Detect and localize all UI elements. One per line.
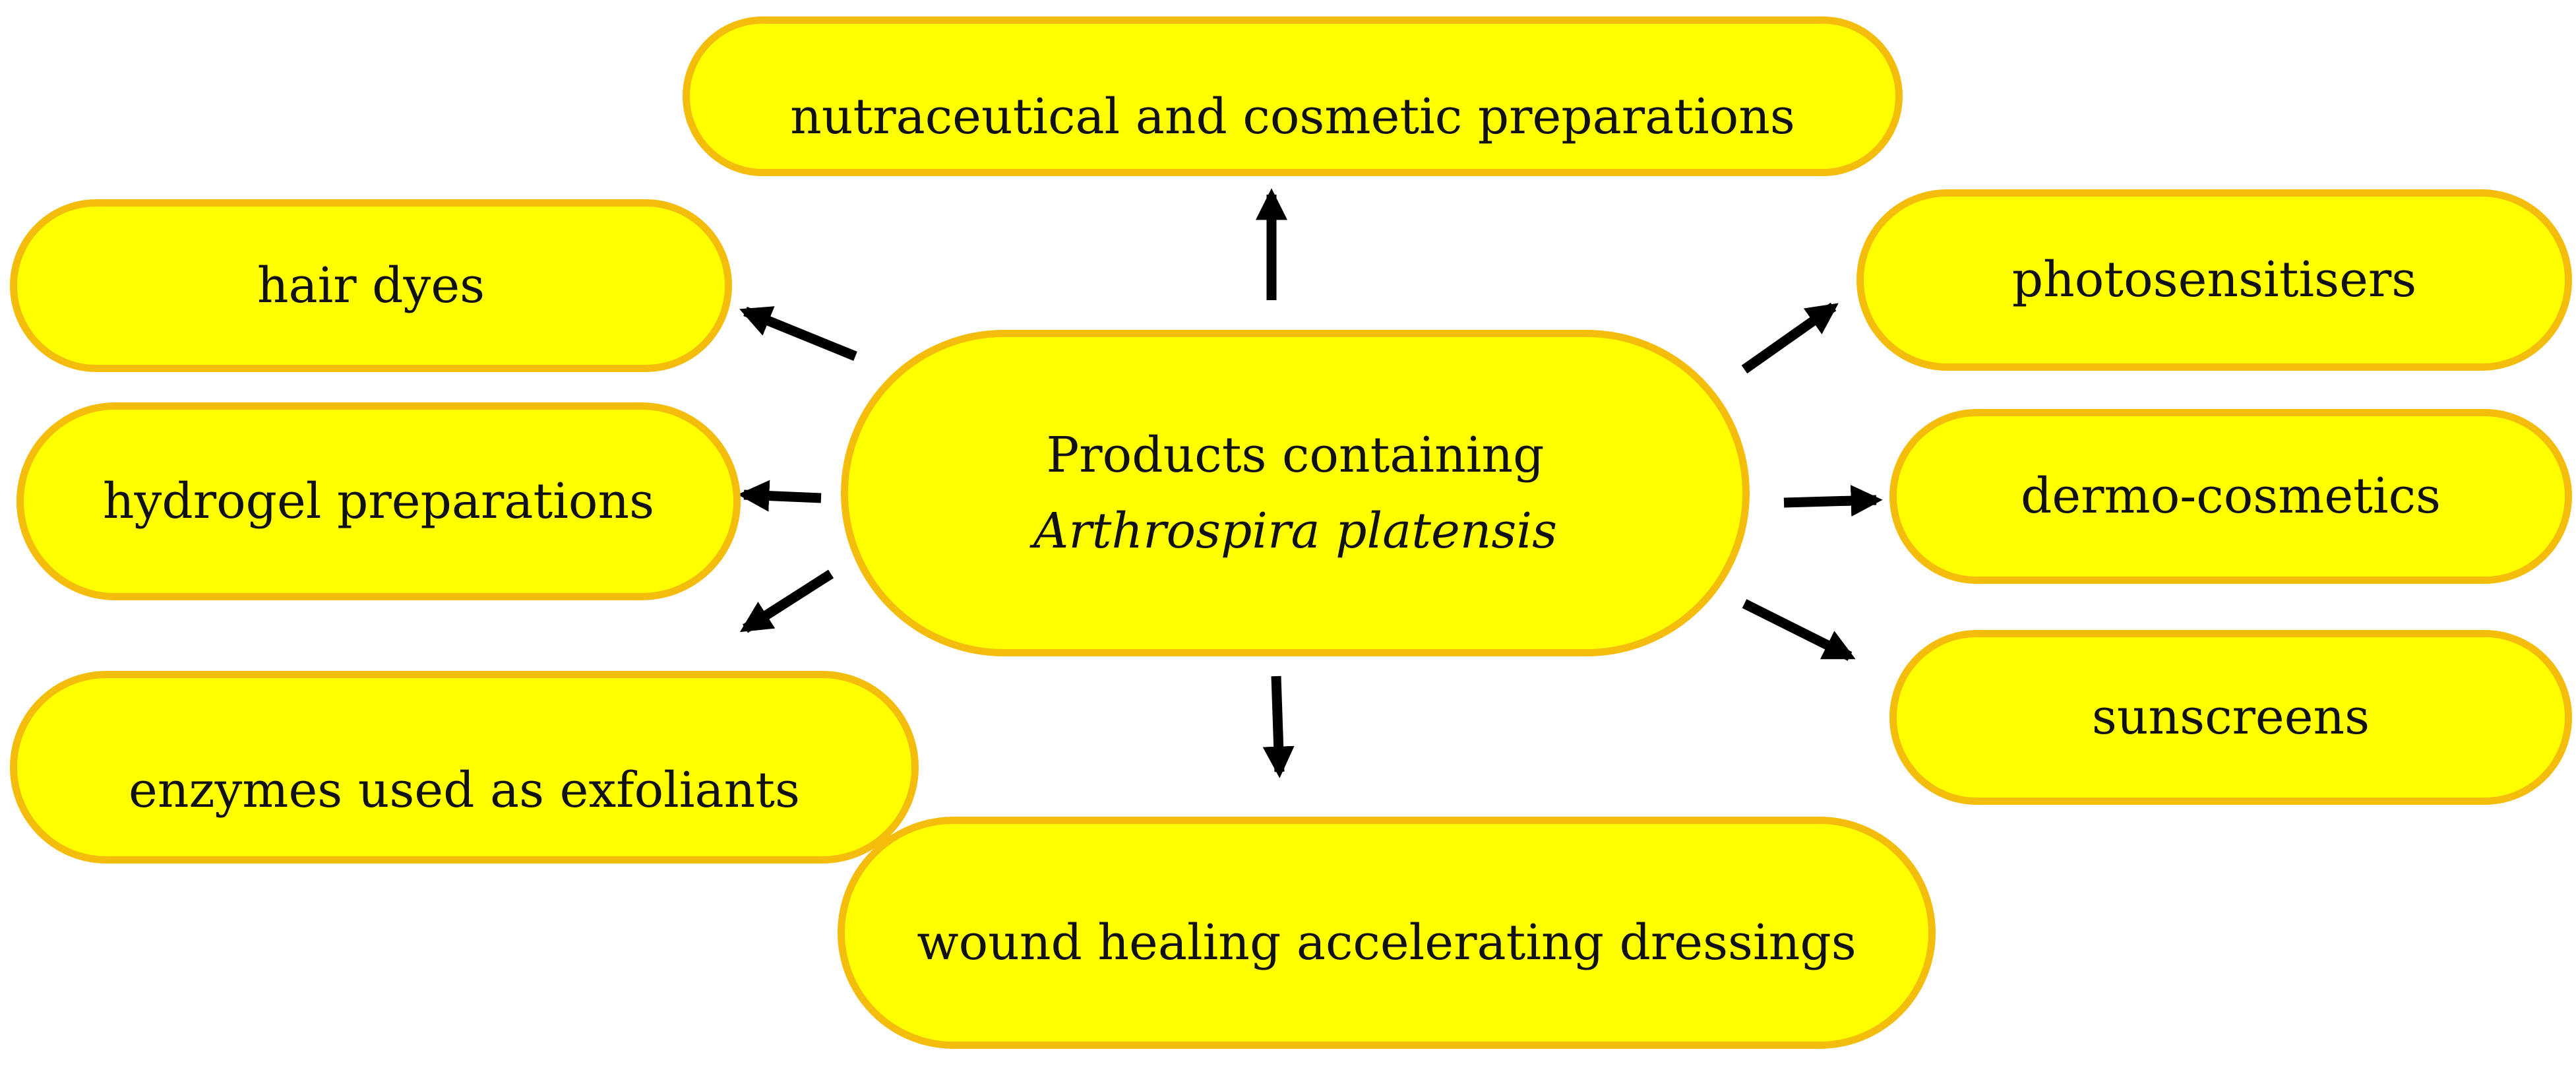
node-hydrogel: hydrogel preparations [16, 402, 741, 600]
node-nutraceutical: nutraceutical and cosmetic preparations [683, 16, 1903, 176]
node-hair-dyes-label: hair dyes [257, 257, 485, 314]
arrow-to-dermo [1783, 485, 1883, 517]
node-nutraceutical-label: nutraceutical and cosmetic preparations [790, 88, 1795, 145]
node-hair-dyes: hair dyes [10, 199, 732, 372]
arrow-to-sunscreens [1742, 599, 1856, 661]
node-dermo-cosmetics: dermo-cosmetics [1889, 409, 2572, 584]
center-node: Products containing Arthrospira platensi… [841, 330, 1750, 656]
node-sunscreens: sunscreens [1889, 630, 2572, 805]
node-dermo-cosmetics-label: dermo-cosmetics [2020, 468, 2441, 525]
arrow-to-photosensitisers [1741, 302, 1839, 374]
arrow-to-enzymes [739, 569, 834, 633]
node-photosensitisers: photosensitisers [1856, 189, 2572, 371]
node-enzymes-label: enzymes used as exfoliants [129, 761, 800, 819]
node-wound-label: wound healing accelerating dressings [917, 914, 1856, 971]
arrow-to-hair-dyes [739, 306, 857, 361]
node-hydrogel-label: hydrogel preparations [102, 472, 655, 530]
node-enzymes: enzymes used as exfoliants [10, 671, 919, 864]
node-sunscreens-label: sunscreens [2091, 689, 2370, 746]
node-wound: wound healing accelerating dressings [838, 817, 1936, 1049]
center-species-label: Arthrospira platensis [1033, 502, 1558, 559]
arrow-to-hydrogel [737, 480, 822, 512]
node-photosensitisers-label: photosensitisers [2011, 251, 2417, 309]
arrow-to-wound [1262, 675, 1295, 778]
center-label: Products containing [1046, 427, 1545, 484]
